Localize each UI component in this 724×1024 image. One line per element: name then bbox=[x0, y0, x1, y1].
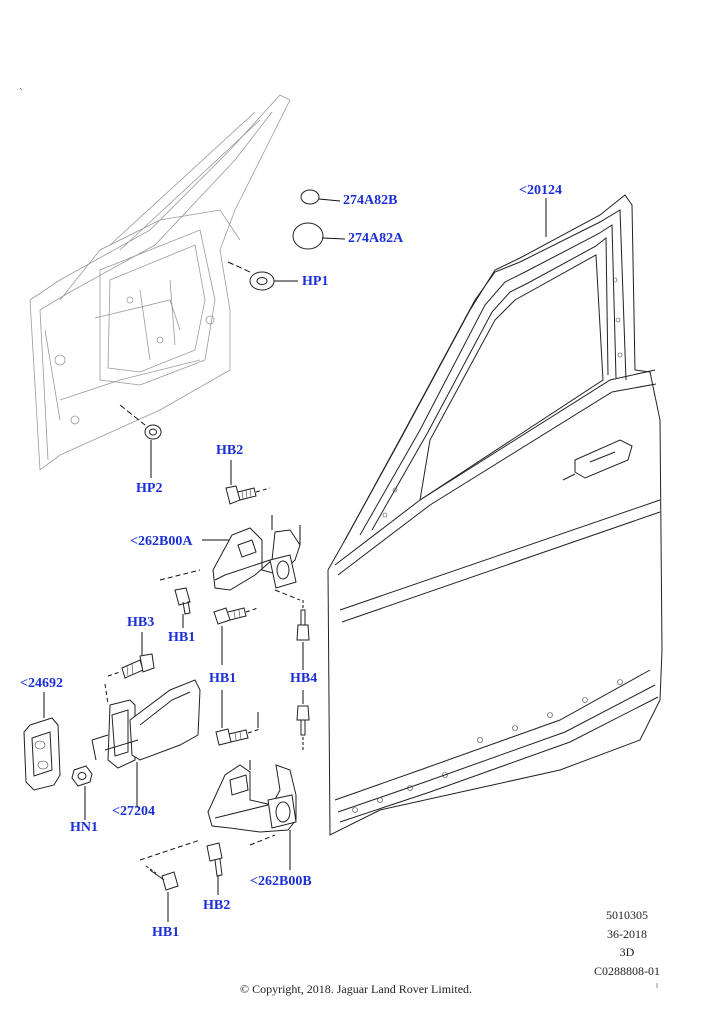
callout-20124[interactable]: <20124 bbox=[519, 183, 562, 198]
bolt-HB2-bottom bbox=[206, 842, 223, 895]
info-line-2: 36-2018 bbox=[607, 926, 647, 941]
callout-262B00B[interactable]: <262B00B bbox=[250, 874, 312, 889]
upper-hinge-262B00A bbox=[159, 515, 301, 601]
callout-HB1-b[interactable]: HB1 bbox=[209, 671, 237, 686]
bolt-HB4 bbox=[296, 600, 310, 750]
lower-hinge-262B00B bbox=[139, 760, 297, 870]
callout-HB1-a[interactable]: HB1 bbox=[168, 630, 196, 645]
callout-HB3[interactable]: HB3 bbox=[127, 615, 155, 630]
callout-27204[interactable]: <27204 bbox=[112, 804, 155, 819]
callout-HN1[interactable]: HN1 bbox=[70, 820, 98, 835]
seal-274A82B bbox=[300, 189, 341, 205]
callout-274A82A[interactable]: 274A82A bbox=[348, 231, 404, 246]
callout-HB2-bottom[interactable]: HB2 bbox=[203, 898, 231, 913]
copyright-notice: © Copyright, 2018. Jaguar Land Rover Lim… bbox=[239, 982, 473, 996]
callout-HB1-bottom[interactable]: HB1 bbox=[152, 925, 180, 940]
bolt-HB2-top bbox=[225, 460, 271, 505]
plug-HP2 bbox=[144, 424, 162, 478]
info-line-3: 3D bbox=[619, 945, 635, 959]
callout-262B00A[interactable]: <262B00A bbox=[130, 534, 193, 549]
callout-24692[interactable]: <24692 bbox=[20, 676, 63, 691]
callout-HB2-top[interactable]: HB2 bbox=[216, 443, 244, 458]
check-strap-27204 bbox=[91, 679, 201, 808]
info-line-1: 5010305 bbox=[606, 908, 648, 922]
bolt-HB1-a bbox=[174, 587, 191, 628]
callout-HP2[interactable]: HP2 bbox=[136, 481, 163, 496]
front-door-shell bbox=[327, 194, 663, 836]
bolt-HB1-bottom bbox=[145, 865, 179, 922]
bolt-HB3 bbox=[107, 632, 155, 679]
plug-HP1 bbox=[249, 271, 298, 291]
seal-274A82A bbox=[292, 222, 346, 250]
bolt-HB1-c bbox=[215, 690, 261, 746]
callout-274A82B[interactable]: 274A82B bbox=[343, 193, 398, 208]
info-line-4: C0288808-01 bbox=[594, 963, 660, 978]
callout-HP1[interactable]: HP1 bbox=[302, 274, 329, 289]
nut-HN1 bbox=[71, 765, 93, 820]
door-inner-panel-ghost bbox=[29, 94, 291, 471]
diagram-info-block: 5010305 36-2018 3D C0288808-01 bbox=[594, 906, 660, 980]
callout-HB4[interactable]: HB4 bbox=[290, 671, 318, 686]
check-pad-24692 bbox=[23, 692, 61, 791]
bolt-HB1-b bbox=[213, 607, 259, 665]
